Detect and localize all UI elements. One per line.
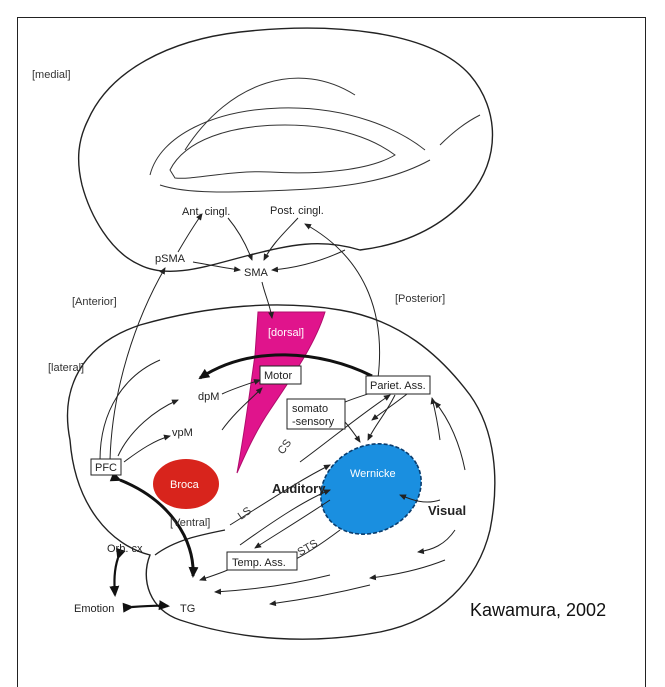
- label-sensory: -sensory: [292, 416, 335, 428]
- visual-up-1: [432, 398, 440, 440]
- label-visual: Visual: [428, 503, 466, 518]
- parieto-occipital-line: [440, 115, 480, 145]
- credit-text: Kawamura, 2002: [470, 600, 606, 621]
- label-emotion: Emotion: [74, 603, 114, 615]
- ls-to-wernicke: [255, 500, 330, 548]
- label-dorsal: [dorsal]: [268, 327, 304, 339]
- label-wernicke: Wernicke: [350, 468, 396, 480]
- label-sts: STS: [296, 538, 321, 559]
- temporal-lower-2: [215, 575, 330, 592]
- somato-to-wernicke: [345, 422, 360, 442]
- corpus-callosum-inner: [170, 125, 395, 178]
- orb-emotion-thick: [114, 558, 118, 595]
- label-auditory: Auditory: [272, 481, 326, 496]
- label-posterior: [Posterior]: [395, 293, 445, 305]
- label-temp-ass: Temp. Ass.: [232, 557, 286, 569]
- psma-to-ant-cingl: [178, 214, 202, 252]
- pfc-to-dpm: [118, 400, 178, 456]
- frontal-inner-curve: [100, 360, 160, 460]
- pariet-to-wernicke: [368, 395, 395, 440]
- medial-brain-outline: [79, 28, 493, 271]
- label-lateral: [lateral]: [48, 362, 84, 374]
- temporal-lower-1: [270, 585, 370, 604]
- label-psma: pSMA: [155, 253, 186, 265]
- cingulate-line-1: [160, 160, 430, 192]
- auditory-stream-2: [240, 490, 330, 545]
- pfc-to-vpm: [124, 436, 170, 462]
- pfc-to-psma: [110, 268, 165, 460]
- label-orb-cx: Orb. cx: [107, 543, 143, 555]
- label-anterior: [Anterior]: [72, 296, 117, 308]
- right-to-sma: [272, 250, 345, 270]
- label-broca: Broca: [170, 479, 200, 491]
- cingulate-line-2: [185, 78, 355, 150]
- label-vpm: vpM: [172, 427, 193, 439]
- label-ant-cingl: Ant. cingl.: [182, 206, 230, 218]
- pariet-to-post-cingl: [305, 224, 380, 378]
- label-medial: [medial]: [32, 69, 71, 81]
- label-somato: somato: [292, 403, 328, 415]
- ant-cingl-to-sma: [228, 218, 252, 260]
- visual-down-2: [370, 560, 445, 578]
- label-tg: TG: [180, 603, 195, 615]
- label-ventral: [Ventral]: [170, 517, 210, 529]
- label-dpm: dpM: [198, 391, 219, 403]
- post-cingl-to-sma: [264, 218, 298, 260]
- label-motor: Motor: [264, 370, 292, 382]
- label-pariet-ass: Pariet. Ass.: [370, 380, 426, 392]
- emotion-tg-thick: [132, 606, 168, 607]
- visual-down-1: [418, 530, 455, 552]
- label-sma: SMA: [244, 267, 269, 279]
- label-cs: CS: [276, 437, 295, 456]
- label-pfc: PFC: [95, 462, 117, 474]
- label-post-cingl: Post. cingl.: [270, 205, 324, 217]
